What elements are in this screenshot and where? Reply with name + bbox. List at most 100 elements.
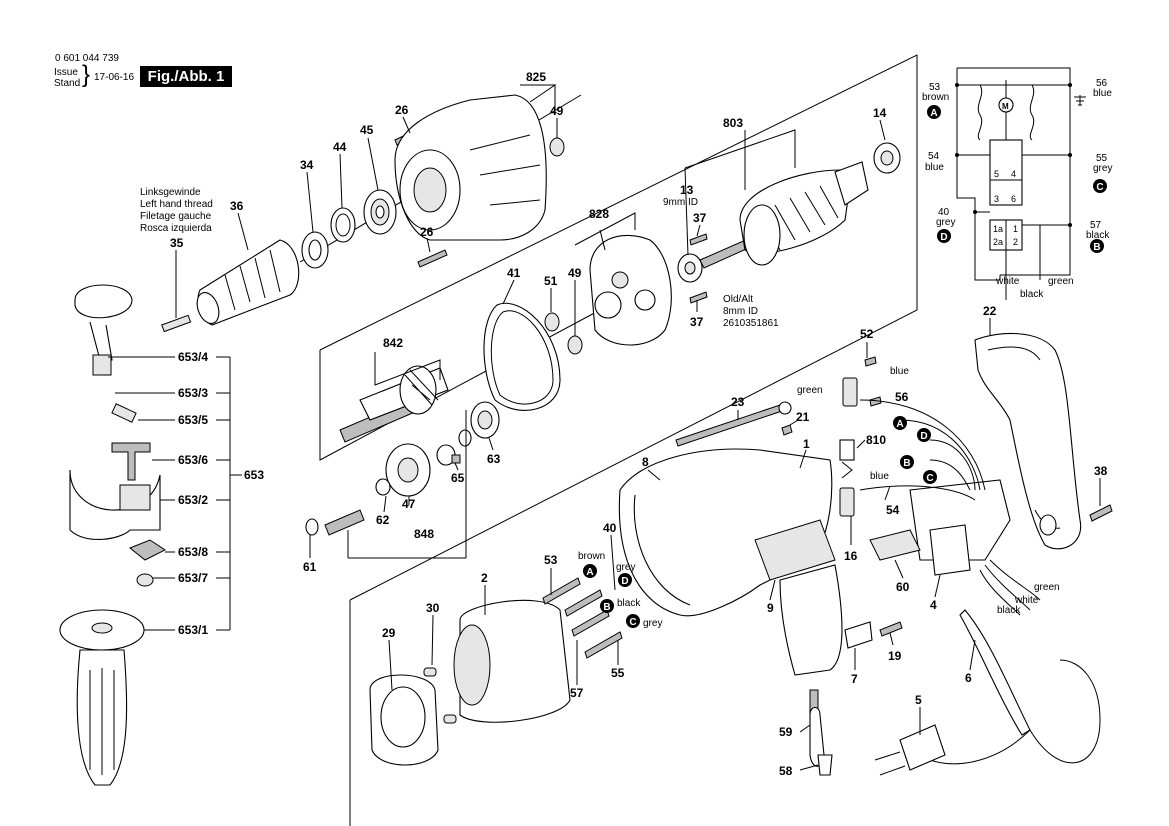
callout-51: 51 [544,274,558,288]
wire-green-label: green [797,385,823,396]
callout-803: 803 [723,116,743,130]
sch-54-color: blue [925,162,944,173]
bearing-plate [483,234,672,411]
wire-black2-label: black [997,605,1021,616]
callout-21: 21 [796,410,810,424]
wire-white-label: white [1014,595,1039,606]
callout-13: 13 [680,183,694,197]
sch-53: 53 [929,82,941,93]
callout-41: 41 [507,266,521,280]
gear-housing [394,94,565,241]
callout-16: 16 [844,549,858,563]
callout-8: 8 [642,455,649,469]
callout-653-2: 653/2 [178,493,208,507]
connector-d-label: D [920,431,927,442]
callout-19: 19 [888,649,902,663]
callout-37b: 37 [690,315,704,329]
thread-note-fr: Filetage gauche [140,211,212,222]
callout-52: 52 [860,327,874,341]
sch-53-color: brown [922,92,949,103]
side-handle-group [59,284,242,786]
callout-38: 38 [1094,464,1108,478]
sch-57-color: black [1086,230,1110,241]
wire-blue-label: blue [890,366,909,377]
bearing-old-size: 8mm ID [723,306,758,317]
connector-a-label: A [586,567,593,578]
callout-4: 4 [930,598,937,612]
callout-56: 56 [895,390,909,404]
callout-1: 1 [803,437,810,451]
callout-14: 14 [873,106,887,120]
callout-34: 34 [300,158,314,172]
connector-b-label: B [903,458,910,469]
issue-label: Issue [54,67,78,78]
issue-date: 17-06-16 [94,72,135,83]
sch-t3: 3 [994,194,999,204]
rear-handle [974,332,1113,550]
chuck-assembly [161,127,448,333]
callout-35: 35 [170,236,184,250]
sch-54: 54 [928,151,940,162]
wiring-schematic [955,67,1086,300]
wire-brown-label: brown [578,551,605,562]
callout-53: 53 [544,553,558,567]
sch-t4: 4 [1011,169,1016,179]
wire-green2-label: green [1034,582,1060,593]
part-number: 0 601 044 739 [55,53,119,64]
connector-c-label: C [1096,182,1103,193]
callout-653-8: 653/8 [178,545,208,559]
callout-63: 63 [487,452,501,466]
part-callouts: 825 26 49 45 44 34 36 26 35 803 14 13 37… [170,70,1108,778]
callout-9: 9 [767,601,774,615]
sch-57: 57 [1090,220,1102,231]
connector-a-label: A [896,419,903,430]
callout-828: 828 [589,207,609,221]
callout-2: 2 [481,571,488,585]
connector-b-label: B [1093,242,1100,253]
sch-motor: M [1002,102,1009,111]
callout-37: 37 [693,211,707,225]
callout-23: 23 [731,395,745,409]
callout-26: 26 [395,103,409,117]
callout-47: 47 [402,497,416,511]
armature [677,142,901,304]
connector-d-label: D [940,232,947,243]
callout-29: 29 [382,626,396,640]
callout-653-3: 653/3 [178,386,208,400]
callout-5: 5 [915,693,922,707]
callout-61: 61 [303,560,317,574]
callout-49b: 49 [568,266,582,280]
callout-810: 810 [866,433,886,447]
bearing-note: 9mm ID Old/Alt 8mm ID 2610351861 [663,197,779,329]
spindle-assembly [305,365,500,559]
callout-22: 22 [983,304,997,318]
connector-c-label: C [629,617,636,628]
wire-grey2-label: grey [643,618,662,629]
thread-note-es: Rosca izquierda [140,223,212,234]
connector-markers [583,105,1107,628]
sch-t2: 2 [1013,237,1018,247]
sch-40-color: grey [936,217,955,228]
sch-t2a: 2a [993,237,1003,247]
callout-848: 848 [414,527,434,541]
connector-d-label: D [621,576,628,587]
callout-653-5: 653/5 [178,413,208,427]
callout-59: 59 [779,725,793,739]
cord-protector [809,689,833,776]
sch-56-color: blue [1093,88,1112,99]
callout-60: 60 [896,580,910,594]
sch-55-color: grey [1093,163,1112,174]
bearing-old-label: Old/Alt [723,294,753,305]
wire-black-label: black [617,598,641,609]
callout-26b: 26 [420,225,434,239]
connector-c-label: C [926,473,933,484]
schematic-labels: 53 brown 54 blue 40 grey 56 blue 55 grey… [922,78,1112,300]
callout-842: 842 [383,336,403,350]
connector-a-label: A [930,108,937,119]
callout-30: 30 [426,601,440,615]
sch-t5: 5 [994,169,999,179]
sch-green: green [1048,276,1074,287]
issue-brace: } [82,61,91,88]
sch-t1a: 1a [993,224,1003,234]
